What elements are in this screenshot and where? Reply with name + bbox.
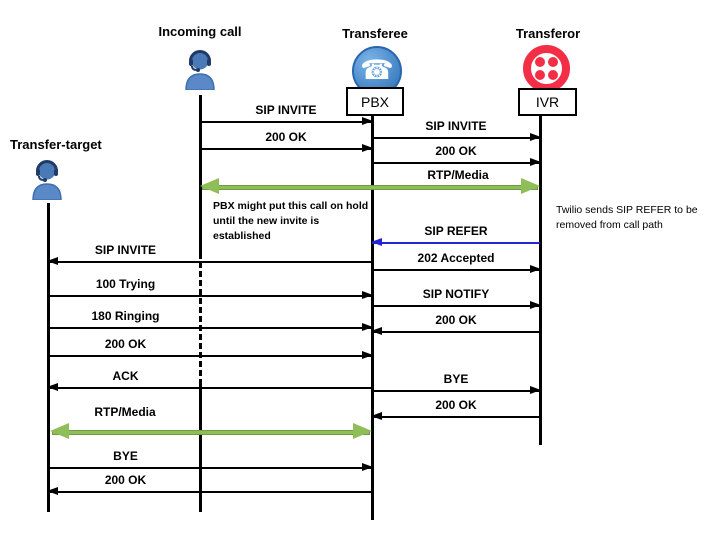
message-line [372,390,540,392]
phone-glyph: ☎ [360,54,394,85]
message-line [372,269,540,271]
lifeline-incoming-call-bottom [199,385,202,512]
actor-label-transferee: Transferee [342,26,408,41]
incoming-call-icon-card [165,45,235,93]
message-label: 100 Trying [95,277,156,291]
message-line [200,148,372,150]
arrowhead-right-icon [362,117,373,125]
message-line [372,137,540,139]
arrowhead-left-icon [200,178,219,194]
message-line [372,331,540,333]
actor-label-incoming-call: Incoming call [158,24,242,39]
note-twilio-refer: Twilio sends SIP REFER to be removed fro… [556,204,698,232]
arrowhead-left-icon [47,487,58,495]
message-label: 200 OK [104,473,147,487]
message-label: BYE [113,449,138,463]
arrowhead-right-icon [530,386,541,394]
arrowhead-right-icon [362,291,373,299]
message-label: 200 OK [435,398,477,412]
lifeline-ivr [539,112,542,445]
arrowhead-right-icon [362,323,373,331]
message-label: 180 Ringing [91,309,160,323]
message-line [372,162,540,164]
person-headset-icon [32,160,62,200]
refer-line [372,242,540,244]
message-line [48,491,372,493]
message-line [48,467,372,469]
message-line [372,416,540,418]
message-line [372,305,540,307]
arrowhead-right-icon [530,265,541,273]
actor-label-transfer-target: Transfer-target [10,137,102,152]
message-label: ACK [112,369,139,383]
message-line [200,121,372,123]
arrowhead-left-icon [371,238,382,246]
message-label: BYE [443,372,469,386]
pbx-box-label: PBX [360,93,389,110]
transferor-icon-card [510,42,583,95]
message-line [48,327,372,329]
lifeline-incoming-call-held [199,253,202,385]
arrowhead-right-icon [362,144,373,152]
twilio-logo-icon [523,45,570,92]
pbx-box: PBX [346,87,404,116]
lifeline-pbx [371,112,374,520]
message-label: RTP/Media [94,405,156,419]
message-label: SIP INVITE [255,103,317,117]
arrowhead-left-icon [47,257,58,265]
message-label: RTP/Media [427,168,489,182]
message-label: SIP NOTIFY [422,287,490,301]
arrowhead-left-icon [371,327,382,335]
message-label: SIP REFER [424,224,488,238]
actor-label-transferor: Transferor [515,26,581,41]
transfer-target-icon-card [12,155,82,203]
lifeline-incoming-call-top [199,95,202,253]
message-label: 200 OK [435,313,477,327]
arrowhead-right-icon [362,463,373,471]
arrowhead-right-icon [530,158,541,166]
arrowhead-right-icon [530,133,541,141]
arrowhead-right-icon [521,178,540,194]
ivr-box-label: IVR [535,94,560,110]
message-label: 200 OK [265,130,307,144]
media-line [202,185,538,190]
message-label: 202 Accepted [417,251,495,265]
note-pbx-hold: PBX might put this call on hold until th… [213,200,369,243]
arrowhead-right-icon [353,423,372,439]
arrowhead-left-icon [47,383,58,391]
message-label: SIP INVITE [425,119,487,133]
media-line [52,430,370,435]
message-line [48,295,372,297]
arrowhead-right-icon [530,301,541,309]
message-label: 200 OK [104,337,147,351]
message-line [48,387,372,389]
arrowhead-left-icon [371,412,382,420]
message-label: SIP INVITE [94,243,157,257]
message-line [48,261,372,263]
arrowhead-right-icon [362,351,373,359]
message-line [48,355,372,357]
person-headset-icon [185,50,215,90]
arrowhead-left-icon [50,423,69,439]
lifeline-transfer-target [47,203,50,512]
ivr-box: IVR [518,88,577,116]
message-label: 200 OK [435,144,477,158]
twilio-dots [535,57,558,80]
